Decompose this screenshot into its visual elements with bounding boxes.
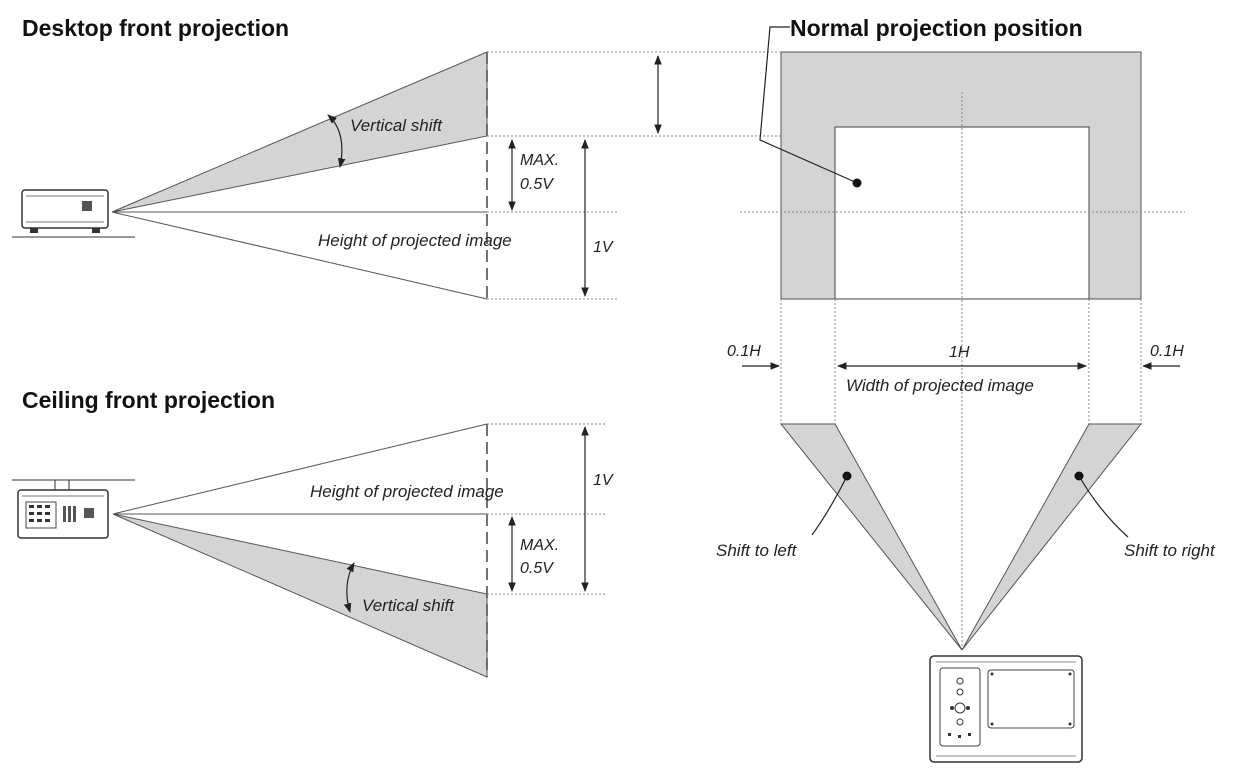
ceiling-projector-icon [17, 479, 109, 539]
shift-right-leader [1078, 475, 1129, 538]
shift-right-label: Shift to right [1124, 541, 1216, 560]
ceiling-vertical-shift-wedge [112, 513, 488, 678]
desktop-projection-diagram: Vertical shift Height of projected image… [12, 51, 835, 300]
heading-desktop-front-projection: Desktop front projection [22, 15, 289, 41]
shift-left-label: Shift to left [716, 541, 798, 560]
desktop-beam-bottom [111, 211, 488, 300]
left-tenth-h-label: 0.1H [727, 343, 761, 360]
desktop-max-label: MAX. [520, 152, 559, 169]
ceiling-one-v-label: 1V [593, 472, 614, 489]
shift-left-beam [779, 423, 963, 651]
right-tenth-h-label: 0.1H [1150, 343, 1184, 360]
desktop-one-v-label: 1V [593, 239, 614, 256]
heading-normal-projection-position: Normal projection position [790, 15, 1083, 41]
normal-projection-diagram: 0.1H 0.1H 1H Width of projected image Sh… [716, 26, 1216, 763]
ceiling-max-label: MAX. [520, 537, 559, 554]
desktop-projector-icon [21, 189, 109, 233]
desktop-height-image-label: Height of projected image [318, 231, 512, 250]
one-h-label: 1H [949, 344, 970, 361]
shift-right-beam [961, 423, 1143, 651]
shift-left-leader [811, 475, 848, 536]
top-view-projector-icon [929, 655, 1083, 763]
normal-position-dot [852, 178, 862, 188]
ceiling-beam-top [112, 423, 488, 515]
heading-ceiling-front-projection: Ceiling front projection [22, 387, 275, 413]
desktop-half-v-label: 0.5V [520, 176, 554, 193]
normal-position-leader-line [759, 26, 856, 183]
desktop-vertical-shift-arrow [327, 114, 346, 168]
ceiling-vertical-shift-arrow [343, 562, 355, 613]
width-image-label: Width of projected image [846, 376, 1034, 395]
ceiling-projection-diagram: Vertical shift Height of projected image… [12, 423, 614, 678]
ceiling-half-v-label: 0.5V [520, 560, 554, 577]
ceiling-height-image-label: Height of projected image [310, 482, 504, 501]
desktop-vertical-shift-label: Vertical shift [350, 116, 443, 135]
ceiling-vertical-shift-label: Vertical shift [362, 596, 455, 615]
